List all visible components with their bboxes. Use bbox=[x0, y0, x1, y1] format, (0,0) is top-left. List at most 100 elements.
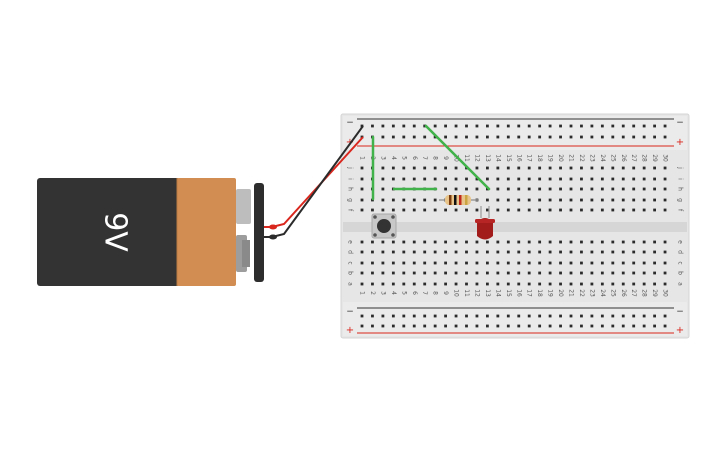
breadboard-hole[interactable] bbox=[391, 124, 395, 128]
breadboard-hole[interactable] bbox=[496, 261, 500, 265]
breadboard-hole[interactable] bbox=[538, 271, 542, 275]
breadboard-hole[interactable] bbox=[548, 271, 552, 275]
breadboard-hole[interactable] bbox=[391, 198, 395, 202]
breadboard-hole[interactable] bbox=[423, 166, 427, 170]
breadboard-hole[interactable] bbox=[444, 240, 447, 244]
breadboard-hole[interactable] bbox=[402, 261, 406, 265]
breadboard-hole[interactable] bbox=[496, 271, 500, 275]
breadboard-hole[interactable] bbox=[663, 187, 667, 191]
breadboard-hole[interactable] bbox=[444, 250, 447, 254]
breadboard-hole[interactable] bbox=[527, 166, 531, 170]
breadboard-hole[interactable] bbox=[412, 124, 416, 128]
breadboard-hole[interactable] bbox=[454, 250, 458, 254]
breadboard-hole[interactable] bbox=[642, 240, 646, 244]
breadboard-hole[interactable] bbox=[433, 166, 437, 170]
breadboard-hole[interactable] bbox=[632, 124, 636, 128]
breadboard-hole[interactable] bbox=[527, 124, 531, 128]
breadboard-hole[interactable] bbox=[621, 166, 625, 170]
breadboard-hole[interactable] bbox=[621, 261, 625, 265]
breadboard-hole[interactable] bbox=[621, 282, 625, 286]
breadboard-hole[interactable] bbox=[517, 124, 521, 128]
breadboard-hole[interactable] bbox=[412, 271, 416, 275]
breadboard-hole[interactable] bbox=[402, 208, 406, 212]
breadboard-hole[interactable] bbox=[653, 271, 656, 275]
breadboard-hole[interactable] bbox=[548, 250, 552, 254]
breadboard-hole[interactable] bbox=[360, 250, 364, 254]
breadboard-hole[interactable] bbox=[527, 208, 531, 212]
breadboard-hole[interactable] bbox=[600, 250, 604, 254]
breadboard-hole[interactable] bbox=[559, 250, 562, 254]
breadboard-hole[interactable] bbox=[444, 271, 447, 275]
breadboard-hole[interactable] bbox=[454, 324, 458, 328]
breadboard-hole[interactable] bbox=[611, 282, 615, 286]
breadboard-hole[interactable] bbox=[600, 314, 604, 318]
breadboard-hole[interactable] bbox=[444, 135, 447, 139]
breadboard-hole[interactable] bbox=[632, 208, 636, 212]
breadboard-hole[interactable] bbox=[496, 187, 500, 191]
breadboard-hole[interactable] bbox=[517, 187, 521, 191]
breadboard-hole[interactable] bbox=[642, 187, 646, 191]
breadboard-hole[interactable] bbox=[527, 240, 531, 244]
breadboard-hole[interactable] bbox=[433, 261, 437, 265]
led-red[interactable] bbox=[475, 206, 495, 240]
breadboard-hole[interactable] bbox=[559, 324, 562, 328]
breadboard-hole[interactable] bbox=[548, 208, 552, 212]
breadboard-hole[interactable] bbox=[663, 166, 667, 170]
breadboard-hole[interactable] bbox=[600, 198, 604, 202]
breadboard-hole[interactable] bbox=[465, 135, 468, 139]
breadboard-hole[interactable] bbox=[642, 208, 646, 212]
breadboard-hole[interactable] bbox=[433, 324, 437, 328]
breadboard-hole[interactable] bbox=[465, 261, 468, 265]
breadboard-hole[interactable] bbox=[621, 271, 625, 275]
breadboard-hole[interactable] bbox=[402, 240, 406, 244]
breadboard-hole[interactable] bbox=[454, 187, 458, 191]
breadboard-hole[interactable] bbox=[590, 271, 594, 275]
breadboard-hole[interactable] bbox=[402, 177, 406, 181]
breadboard-hole[interactable] bbox=[506, 135, 510, 139]
breadboard-hole[interactable] bbox=[412, 177, 416, 181]
breadboard-hole[interactable] bbox=[538, 198, 542, 202]
breadboard-hole[interactable] bbox=[663, 198, 667, 202]
breadboard-hole[interactable] bbox=[559, 177, 562, 181]
breadboard-hole[interactable] bbox=[621, 250, 625, 254]
breadboard-hole[interactable] bbox=[444, 187, 447, 191]
breadboard-hole[interactable] bbox=[642, 124, 646, 128]
breadboard-hole[interactable] bbox=[611, 124, 615, 128]
breadboard-hole[interactable] bbox=[402, 166, 406, 170]
breadboard-hole[interactable] bbox=[360, 282, 364, 286]
breadboard-hole[interactable] bbox=[465, 177, 468, 181]
breadboard-hole[interactable] bbox=[548, 177, 552, 181]
breadboard-hole[interactable] bbox=[412, 135, 416, 139]
breadboard-hole[interactable] bbox=[527, 187, 531, 191]
breadboard-hole[interactable] bbox=[412, 282, 416, 286]
breadboard-hole[interactable] bbox=[569, 314, 573, 318]
breadboard-hole[interactable] bbox=[433, 250, 437, 254]
breadboard-hole[interactable] bbox=[423, 324, 427, 328]
breadboard-hole[interactable] bbox=[621, 198, 625, 202]
breadboard-hole[interactable] bbox=[600, 271, 604, 275]
breadboard-hole[interactable] bbox=[433, 124, 437, 128]
breadboard-hole[interactable] bbox=[412, 166, 416, 170]
breadboard-hole[interactable] bbox=[402, 198, 406, 202]
breadboard-hole[interactable] bbox=[371, 282, 374, 286]
breadboard-hole[interactable] bbox=[642, 198, 646, 202]
breadboard-hole[interactable] bbox=[600, 282, 604, 286]
breadboard-hole[interactable] bbox=[548, 282, 552, 286]
breadboard-hole[interactable] bbox=[402, 282, 406, 286]
breadboard-hole[interactable] bbox=[569, 166, 573, 170]
breadboard-hole[interactable] bbox=[360, 187, 364, 191]
breadboard-hole[interactable] bbox=[611, 166, 615, 170]
breadboard-hole[interactable] bbox=[423, 261, 427, 265]
battery-9v[interactable]: 9V bbox=[37, 178, 264, 286]
breadboard-hole[interactable] bbox=[663, 271, 667, 275]
breadboard-hole[interactable] bbox=[486, 282, 489, 286]
breadboard-hole[interactable] bbox=[632, 282, 636, 286]
breadboard-hole[interactable] bbox=[454, 240, 458, 244]
pushbutton-cap[interactable] bbox=[377, 219, 391, 233]
breadboard-hole[interactable] bbox=[371, 208, 374, 212]
battery-lead-black[interactable] bbox=[264, 125, 364, 238]
breadboard-hole[interactable] bbox=[653, 240, 656, 244]
breadboard-hole[interactable] bbox=[433, 208, 437, 212]
breadboard-hole[interactable] bbox=[444, 124, 447, 128]
breadboard-hole[interactable] bbox=[433, 314, 437, 318]
